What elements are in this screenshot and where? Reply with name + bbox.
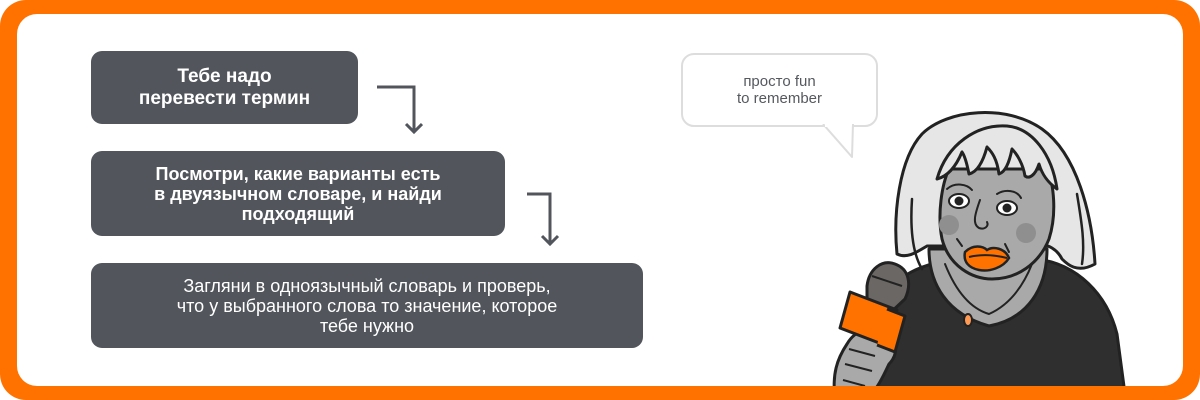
step-2-text: Посмотри, какие варианты есть в двуязычн…: [154, 163, 442, 224]
step-3-text: Загляни в одноязычный словарь и проверь,…: [176, 275, 558, 336]
microphone-icon: [832, 261, 911, 386]
step-1-text: Тебе надо перевести термин: [138, 65, 311, 109]
speech-bubble: просто fun to remember: [681, 53, 878, 127]
step-box-1: Тебе надо перевести термин: [91, 51, 358, 124]
content-card: Тебе надо перевести термин Посмотри, как…: [17, 14, 1183, 386]
speech-bubble-tail: [822, 124, 854, 158]
arrow-turn-down-icon: [377, 85, 423, 135]
woman-with-microphone-illustration: [832, 111, 1126, 386]
step-box-2: Посмотри, какие варианты есть в двуязычн…: [91, 151, 505, 236]
step-box-3: Загляни в одноязычный словарь и проверь,…: [91, 263, 643, 348]
arrow-turn-down-icon: [527, 192, 560, 247]
speech-bubble-text: просто fun to remember: [736, 73, 823, 107]
